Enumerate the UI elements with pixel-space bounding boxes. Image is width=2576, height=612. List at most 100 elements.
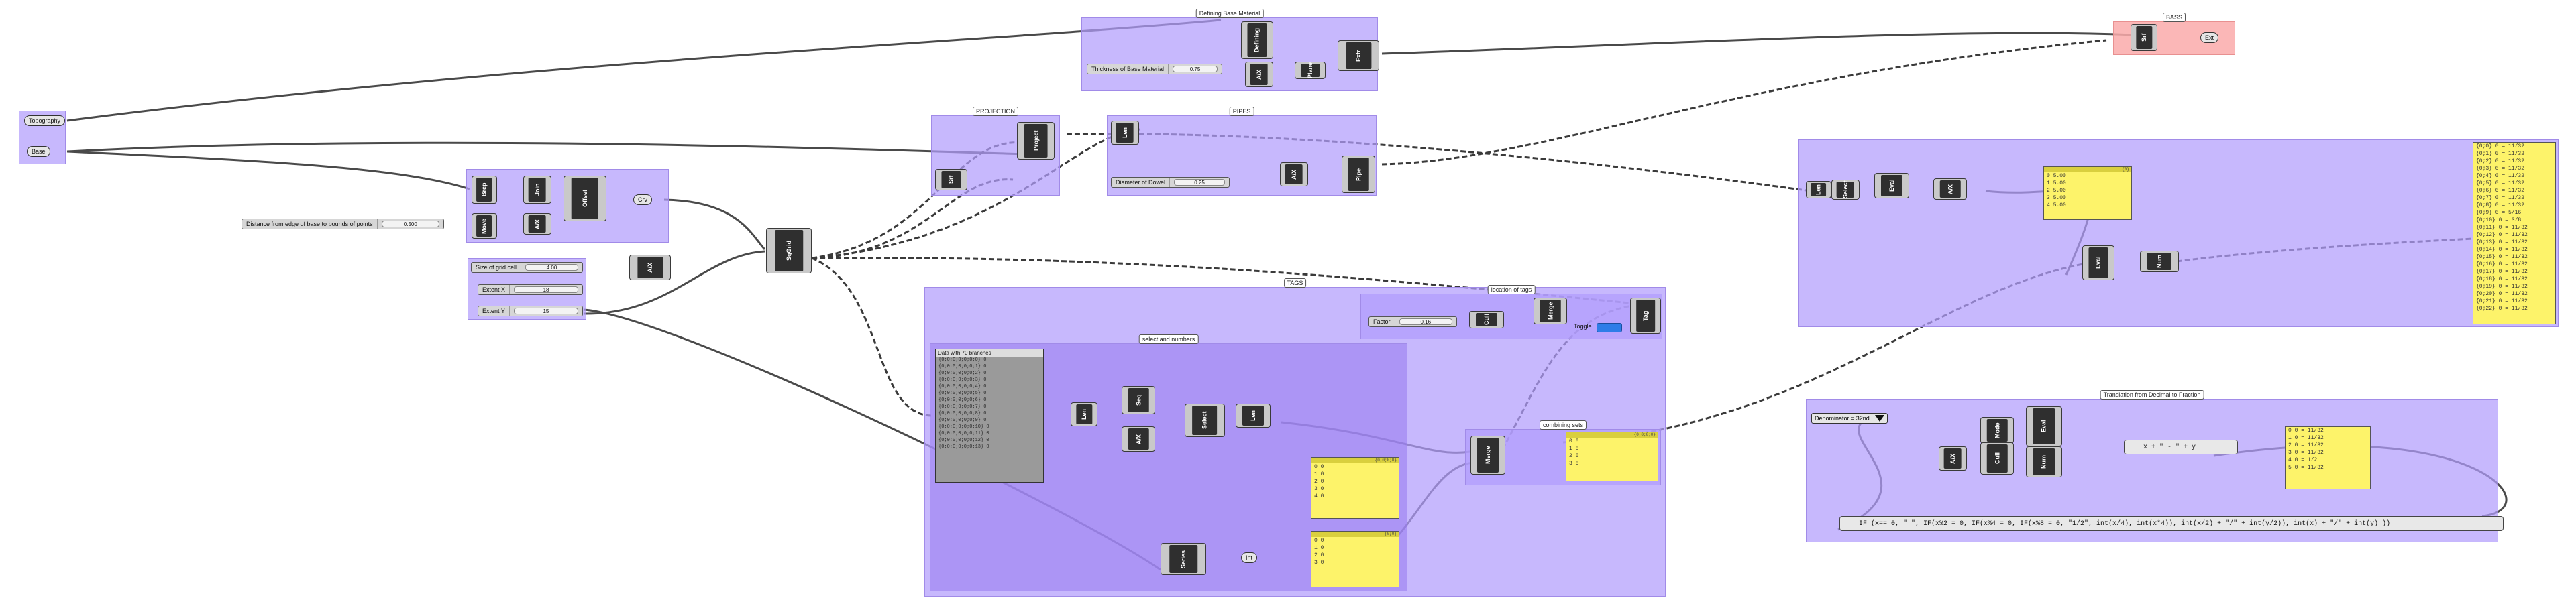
ext-param[interactable]: Ext <box>2200 32 2219 43</box>
panel-row: {0;0;0;0;0;0;5} 0 <box>938 391 987 396</box>
group-base-material: Defining Base Material <box>1081 9 1378 91</box>
panel-row: {0;0;0;0;0;0;0} 0 <box>938 357 987 363</box>
select-component[interactable]: Select <box>1185 404 1225 437</box>
toggle-switch[interactable] <box>1597 323 1622 332</box>
wire-dashed-3 <box>811 128 1141 259</box>
pipe-input-component[interactable]: Len <box>1111 121 1139 145</box>
panel-row: 3 0 <box>1314 560 1324 566</box>
toggle-label: Toggle <box>1574 323 1592 330</box>
data-rows: {0;0;0;0;0;0;0} 0{0;0;0;0;0;0;1} 0 {0;0;0… <box>936 357 1043 450</box>
list-item-component[interactable]: Len <box>1806 181 1831 198</box>
project-component[interactable]: Project <box>1017 122 1055 160</box>
panel-row: 0 0 = 11/32 <box>2288 428 2324 434</box>
panel-row: {0;20} 0 = 11/32 <box>2476 291 2528 297</box>
base-param[interactable]: Base <box>27 146 50 157</box>
brep-component[interactable]: Brep <box>472 176 497 204</box>
panel-row: {0;0;0;0;0;0;10} 0 <box>938 424 989 430</box>
seq-component[interactable]: Seq <box>1122 386 1155 414</box>
plane-component[interactable]: Plane <box>1295 62 1326 79</box>
len-component[interactable]: Len <box>1071 402 1097 426</box>
div-component[interactable]: Num <box>2026 446 2062 477</box>
dispatch-component[interactable]: Select <box>1831 180 1860 200</box>
ax-component-5[interactable]: A/X <box>1122 426 1155 452</box>
mode-component[interactable]: Mode <box>1980 417 2014 444</box>
tags-panel[interactable]: {0;0} 0 = 11/32{0;1} 0 = 11/32{0;2} 0 = … <box>2473 142 2556 324</box>
wire-base-mat <box>1381 32 2134 55</box>
move-component[interactable]: Move <box>472 213 497 239</box>
ax-component-2[interactable]: A/X <box>629 255 671 280</box>
panel-row: 1 0 = 11/32 <box>2288 435 2324 441</box>
panel-row: {0;21} 0 = 11/32 <box>2476 298 2528 304</box>
panel-row: 0 5.00 <box>2047 173 2066 179</box>
ax-component-4[interactable]: A/X <box>1280 162 1308 186</box>
tag-component[interactable]: Tag <box>1630 298 1661 334</box>
extrude-component[interactable]: Extr <box>1338 40 1379 71</box>
panel-row: {0;11} 0 = 11/32 <box>2476 225 2528 231</box>
factor-slider[interactable]: Factor 0.16 <box>1368 316 1457 327</box>
cull-component[interactable]: Cull <box>1469 311 1504 328</box>
eval-component[interactable]: Eval <box>1874 173 1909 198</box>
offset-component[interactable]: Offset <box>564 176 606 221</box>
distance-slider[interactable]: Distance from edge of base to bounds of … <box>241 219 444 229</box>
chevron-down-icon <box>1874 415 1884 422</box>
sqgrid-component[interactable]: SqGrid <box>766 228 812 273</box>
panel-row: 2 0 = 11/32 <box>2288 442 2324 448</box>
panel-row: {0;13} 0 = 11/32 <box>2476 239 2528 245</box>
panel-row: {0;5} 0 = 11/32 <box>2476 180 2525 186</box>
panel-row: 2 0 <box>1314 479 1324 485</box>
concat-expression[interactable]: x + " - " + y <box>2124 440 2238 454</box>
panel-row: 0 0 <box>1314 464 1324 470</box>
ax-component-7[interactable]: A/X <box>1939 446 1967 471</box>
wire-grid-x <box>583 250 765 315</box>
merge-component-2[interactable]: Merge <box>1534 298 1567 324</box>
diameter-slider[interactable]: Diameter of Dowel 0.25 <box>1111 177 1230 188</box>
panel-row: {0;0;0;0;0;0;1} 0 <box>938 364 987 369</box>
ax-component-3[interactable]: A/X <box>1245 62 1273 87</box>
panel-row: 4 5.00 <box>2047 202 2066 208</box>
grid-size-slider[interactable]: Size of grid cell 4.00 <box>471 262 583 273</box>
panel-row: 1 0 <box>1569 446 1579 452</box>
defining-component[interactable]: Defining <box>1241 21 1273 59</box>
int-param[interactable]: Int <box>1241 552 1258 563</box>
wire-topography <box>66 19 1222 122</box>
panel-row: {0;9} 0 = 5/16 <box>2476 210 2522 216</box>
panel-row: {0;0;0;0;0;0;2} 0 <box>938 371 987 376</box>
extent-x-slider[interactable]: Extent X 18 <box>478 284 583 295</box>
thickness-slider[interactable]: Thickness of Base Material 0.75 <box>1087 64 1222 74</box>
fraction-expression[interactable]: IF (x== 0, " ", IF(x%2 = 0, IF(x%4 = 0, … <box>1839 516 2504 531</box>
extent-y-slider[interactable]: Extent Y 15 <box>478 306 583 316</box>
crv-param[interactable]: Crv <box>633 194 652 205</box>
panel-row: {0;8} 0 = 11/32 <box>2476 202 2525 208</box>
panel-row: 0 0 <box>1569 438 1579 444</box>
panel-row: {0;14} 0 = 11/32 <box>2476 247 2528 253</box>
series-component[interactable]: Series <box>1161 543 1206 575</box>
pipe-component[interactable]: Pipe <box>1342 156 1375 193</box>
panel-row: {0;6} 0 = 11/32 <box>2476 188 2525 194</box>
bass-component[interactable]: Srf <box>2131 24 2157 51</box>
num-component[interactable]: Num <box>2140 251 2179 272</box>
list-component[interactable]: Len <box>1236 404 1271 428</box>
panel-row: 1 5.00 <box>2047 180 2066 186</box>
round-component[interactable]: Cull <box>1980 442 2014 475</box>
denominator-dropdown[interactable]: Denominator = 32nd <box>1811 413 1888 424</box>
topography-param[interactable]: Topography <box>24 115 66 126</box>
ax-component-6[interactable]: A/X <box>1933 178 1967 200</box>
ax-component[interactable]: A/X <box>523 213 551 235</box>
panel-row: 3 0 <box>1569 461 1579 467</box>
merge-component[interactable]: Merge <box>1470 436 1505 475</box>
gcd-component[interactable]: Eval <box>2026 406 2062 446</box>
join-component[interactable]: Join <box>523 176 551 204</box>
panel-row: {0;2} 0 = 11/32 <box>2476 158 2525 164</box>
panel-row: 4 0 <box>1314 493 1324 499</box>
eval-component-2[interactable]: Eval <box>2082 245 2114 280</box>
wire-base-2 <box>66 141 1027 156</box>
srf-component[interactable]: Srf <box>935 169 967 190</box>
data-panel[interactable]: Data with 70 branches {0;0;0;0;0;0;0} 0{… <box>935 349 1044 483</box>
wire-dashed-7 <box>1381 39 2107 166</box>
